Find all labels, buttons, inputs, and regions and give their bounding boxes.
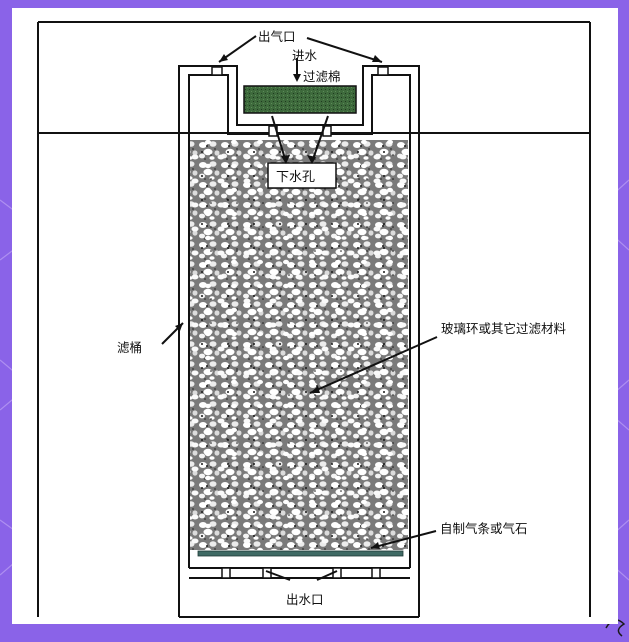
label-drain-hole: 下水孔 — [276, 170, 315, 185]
label-filter-bucket: 滤桶 — [117, 340, 142, 355]
air-outlet-nozzles — [211, 66, 389, 76]
water-outlet-nozzles — [221, 567, 381, 579]
label-filter-cotton: 过滤棉 — [303, 69, 341, 84]
air-stone-bar — [197, 550, 404, 557]
arrow-heads — [175, 54, 382, 549]
label-water-inlet: 进水 — [292, 48, 318, 63]
filter-cotton — [243, 85, 357, 114]
diagram-panel: 出气口 进水 过滤棉 下水孔 滤桶 玻璃环或其它过滤材料 自制气条或气石 出水口 — [12, 8, 618, 624]
drain-hole-box — [267, 162, 337, 189]
label-water-outlet: 出水口 — [286, 592, 324, 607]
tank-outline — [37, 21, 591, 617]
label-air-stone: 自制气条或气石 — [440, 521, 528, 536]
leader-lines — [161, 35, 438, 581]
label-air-outlet: 出气口 — [258, 29, 296, 44]
label-filter-media: 玻璃环或其它过滤材料 — [441, 321, 567, 336]
